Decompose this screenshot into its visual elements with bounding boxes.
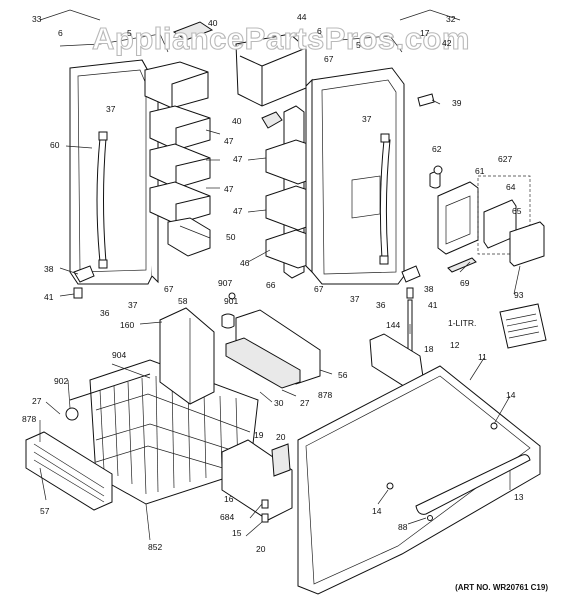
callout: 6 (58, 28, 63, 38)
callout: 44 (297, 12, 307, 22)
callout: 46 (240, 258, 250, 268)
callout: 39 (452, 98, 462, 108)
drawer-slides[interactable] (221, 309, 425, 391)
callout-labels: 33 32 5 5 40 44 6 6 17 42 67 39 37 40 37… (22, 12, 524, 554)
callout: 27 (300, 398, 310, 408)
callout: 878 (22, 414, 36, 424)
callout: 627 (498, 154, 512, 164)
callout: 41 (44, 292, 54, 302)
callout: 64 (506, 182, 516, 192)
left-door[interactable] (69, 59, 159, 285)
callout: 20 (256, 544, 266, 554)
dispenser-housing[interactable] (417, 93, 479, 273)
callout: 67 (324, 54, 334, 64)
freezer-drawer-basket[interactable] (69, 359, 259, 505)
callout: 69 (460, 278, 470, 288)
callout: 902 (54, 376, 68, 386)
callout: 47 (224, 136, 234, 146)
callout: 904 (112, 350, 126, 360)
callout: 38 (424, 284, 434, 294)
callout: 5 (127, 28, 132, 38)
drawer-rail-bracket[interactable] (221, 439, 293, 523)
callout: 37 (362, 114, 372, 124)
literature-label: 1-LITR. (448, 318, 476, 328)
drawer-front-left[interactable] (25, 407, 113, 511)
left-door-gasket (59, 33, 169, 53)
callout: 58 (178, 296, 188, 306)
callout: 47 (233, 206, 243, 216)
callout: 901 (224, 296, 238, 306)
callout: 15 (232, 528, 242, 538)
callout: 5 (356, 40, 361, 50)
callout: 37 (128, 300, 138, 310)
callout: 32 (446, 14, 456, 24)
callout: 60 (50, 140, 60, 150)
callout: 30 (274, 398, 284, 408)
callout: 20 (276, 432, 286, 442)
freezer-door[interactable] (297, 365, 541, 595)
callout: 42 (442, 38, 452, 48)
callout: 684 (220, 512, 234, 522)
drawer-divider[interactable] (159, 307, 215, 405)
callout: 37 (350, 294, 360, 304)
right-door[interactable] (305, 67, 405, 285)
callout: 6 (317, 26, 322, 36)
callout: 878 (318, 390, 332, 400)
callout: 27 (32, 396, 42, 406)
callout: 11 (478, 352, 487, 362)
callout: 67 (314, 284, 324, 294)
callout: 12 (450, 340, 460, 350)
callout: 19 (254, 430, 264, 440)
left-door-bins[interactable] (144, 21, 214, 257)
callout: 61 (475, 166, 485, 176)
callout: 40 (208, 18, 218, 28)
leader-lines (39, 9, 521, 541)
callout: 907 (218, 278, 232, 288)
callout: 66 (266, 280, 276, 290)
callout: 144 (386, 320, 400, 330)
callout: 33 (32, 14, 42, 24)
callout: 14 (372, 506, 382, 516)
callout: 37 (106, 104, 116, 114)
callout: 18 (424, 344, 434, 354)
callout: 16 (224, 494, 234, 504)
art-number: (ART NO. WR20761 C19) (455, 583, 548, 592)
callout: 50 (226, 232, 236, 242)
literature-booklet (499, 303, 547, 349)
callout: 88 (398, 522, 408, 532)
watermark-text: AppliancePartsPros.com (92, 21, 470, 56)
callout: 47 (224, 184, 234, 194)
callout: 38 (44, 264, 54, 274)
callout: 62 (432, 144, 442, 154)
callout: 160 (120, 320, 134, 330)
callout: 56 (338, 370, 348, 380)
callout: 67 (164, 284, 174, 294)
callout: 36 (100, 308, 110, 318)
callout: 93 (514, 290, 524, 300)
callout: 41 (428, 300, 438, 310)
callout: 65 (512, 206, 522, 216)
callout: 57 (40, 506, 50, 516)
callout: 852 (148, 542, 162, 552)
control-panel-group[interactable] (477, 175, 545, 267)
callout: 47 (233, 154, 243, 164)
callout: 14 (506, 390, 516, 400)
right-door-gasket (339, 35, 403, 53)
callout: 13 (514, 492, 524, 502)
callout: 36 (376, 300, 386, 310)
callout: 40 (232, 116, 242, 126)
callout: 17 (420, 28, 430, 38)
